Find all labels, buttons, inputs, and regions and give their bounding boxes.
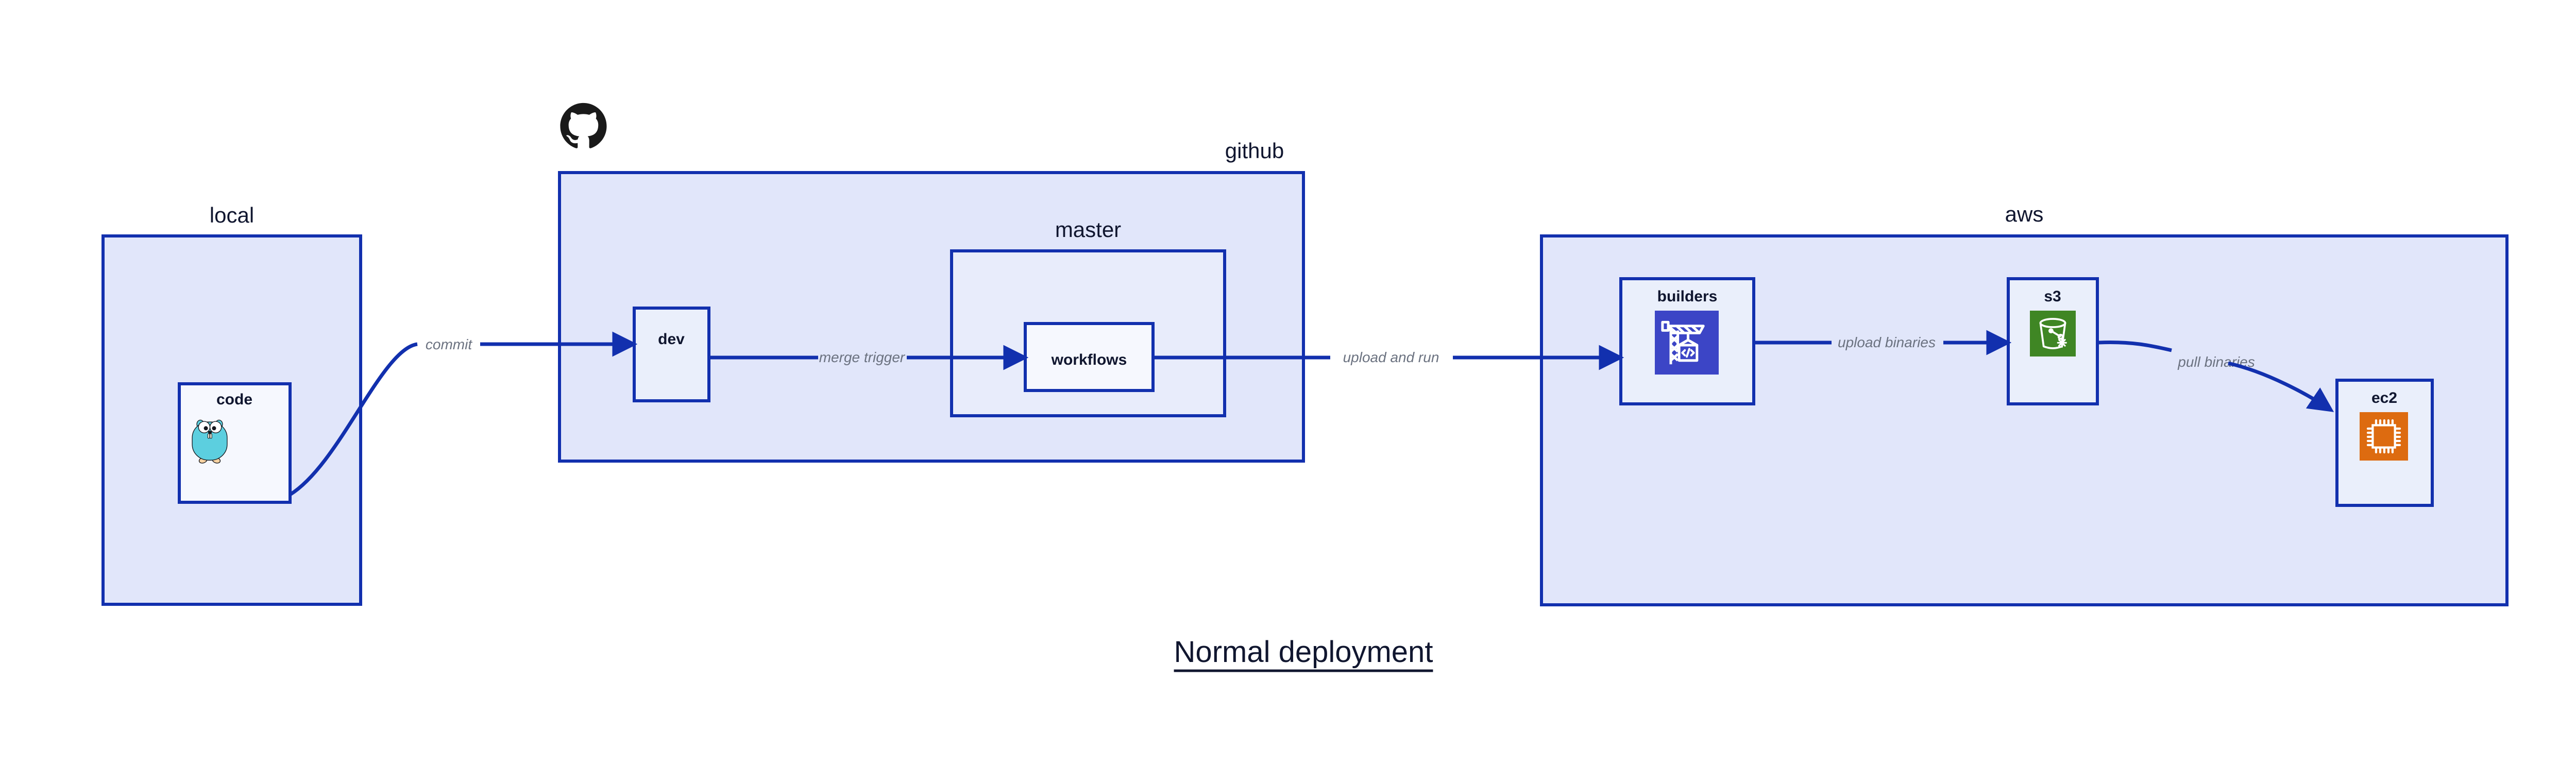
diagram-title-group: Normal deployment: [1174, 635, 1433, 672]
edge-merge-trigger[interactable]: merge trigger: [710, 345, 1029, 370]
node-s3-label: s3: [2044, 288, 2061, 305]
edge-merge-trigger-label: merge trigger: [819, 349, 906, 365]
edge-commit-path-left: [289, 342, 418, 496]
node-builders-label: builders: [1657, 288, 1718, 305]
node-code-label: code: [216, 391, 252, 408]
group-github-label: github: [1225, 139, 1284, 163]
edge-commit[interactable]: commit: [289, 331, 638, 496]
node-workflows-box[interactable]: [1024, 322, 1155, 392]
aws-ec2-chip-icon: [2360, 412, 2408, 461]
node-dev-box[interactable]: [633, 307, 710, 402]
node-dev-label: dev: [658, 331, 685, 348]
node-workflows-label: workflows: [1051, 351, 1127, 368]
edge-upload-and-run-label: upload and run: [1343, 349, 1439, 365]
github-octocat-logo: [560, 103, 607, 148]
node-ec2-label: ec2: [2371, 389, 2397, 406]
aws-s3-bucket-icon: [2029, 310, 2077, 358]
group-master-label: master: [1055, 217, 1121, 242]
diagram-title: Normal deployment: [1174, 635, 1433, 669]
aws-codebuild-icon: [1655, 311, 1719, 375]
group-local-label: local: [210, 203, 254, 227]
edge-upload-binaries[interactable]: upload binaries: [1755, 330, 2012, 355]
edge-upload-binaries-label: upload binaries: [1838, 334, 1936, 350]
node-dev[interactable]: dev: [633, 307, 710, 402]
node-code[interactable]: code: [178, 382, 292, 504]
group-aws-label: aws: [2005, 202, 2044, 226]
node-ec2[interactable]: ec2: [2335, 379, 2434, 507]
edge-upload-and-run[interactable]: upload and run: [1154, 345, 1624, 370]
edge-pull-binaries-path-right: [2228, 361, 2334, 412]
node-workflows[interactable]: workflows: [1024, 322, 1155, 392]
edge-pull-binaries-path-left: [2098, 340, 2172, 352]
edge-commit-label: commit: [426, 336, 472, 352]
edge-pull-binaries[interactable]: pull binaries: [2098, 340, 2334, 412]
node-builders[interactable]: builders: [1619, 277, 1755, 405]
node-s3[interactable]: s3: [2007, 277, 2099, 405]
